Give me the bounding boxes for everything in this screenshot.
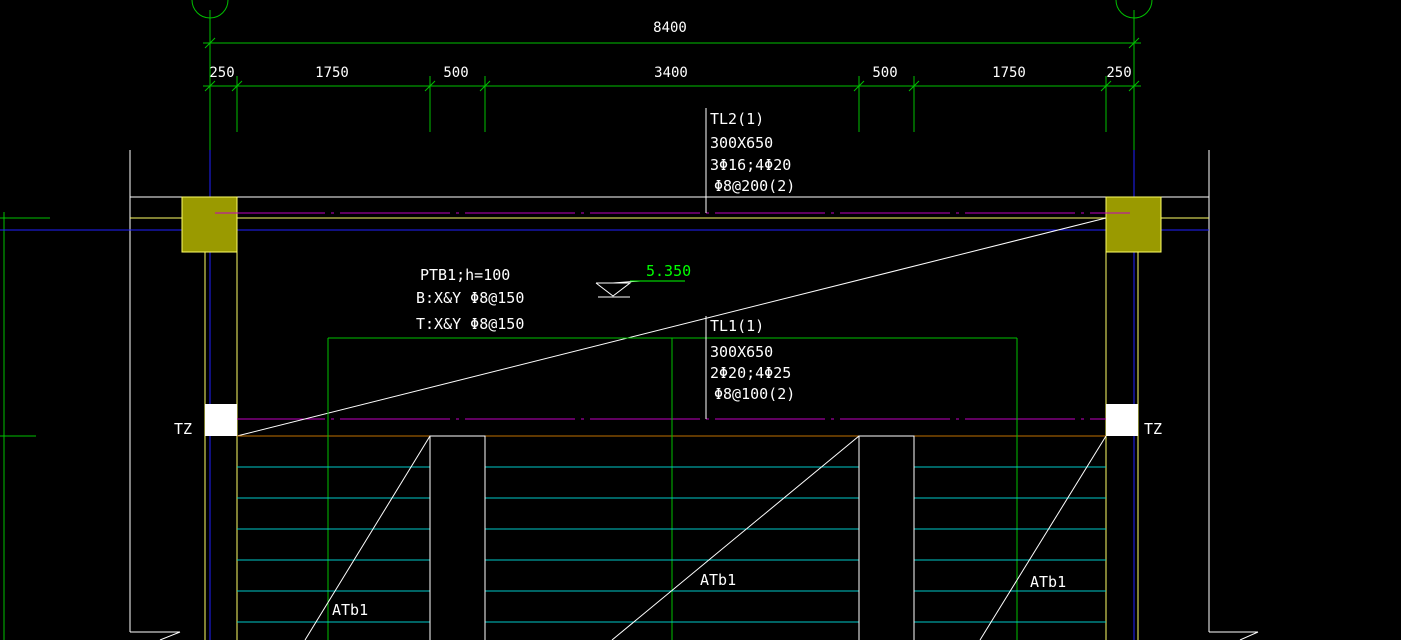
tl1-size: 300X650 [710, 343, 773, 361]
dimension-lines [0, 10, 1141, 640]
dim-segment-7: 250 [1106, 65, 1131, 81]
column-top-right [1105, 196, 1162, 253]
tl2-stirrup: Φ8@200(2) [714, 177, 795, 195]
slab-name: PTB1;h=100 [420, 266, 510, 284]
column-tz-left [205, 404, 237, 436]
dim-segment-2: 1750 [315, 65, 349, 81]
stair-treads [237, 466, 1106, 623]
wall-lines [204, 252, 1139, 640]
stair-label-middle: ATb1 [700, 571, 736, 589]
slab-top-rebar: T:X&Y Φ8@150 [416, 315, 524, 333]
dim-segment-1: 250 [209, 65, 234, 81]
dim-segment-3: 500 [443, 65, 468, 81]
slab-bottom-rebar: B:X&Y Φ8@150 [416, 289, 524, 307]
tl2-rebar: 3Φ16;4Φ20 [710, 156, 791, 174]
dim-segment-4: 3400 [654, 65, 688, 81]
tl1-outline [327, 337, 1018, 640]
stair-label-right: ATb1 [1030, 573, 1066, 591]
elevation-value: 5.350 [646, 262, 691, 280]
stair-label-left: ATb1 [332, 601, 368, 619]
dim-segment-5: 500 [872, 65, 897, 81]
tl1-stirrup: Φ8@100(2) [714, 385, 795, 403]
stair-wells [429, 435, 915, 640]
dim-overall: 8400 [653, 20, 687, 36]
stair-diagonals [304, 435, 1107, 640]
tl1-name: TL1(1) [710, 317, 764, 335]
tl1-rebar: 2Φ20;4Φ25 [710, 364, 791, 382]
tl2-size: 300X650 [710, 134, 773, 152]
column-tz-right [1106, 404, 1138, 436]
column-label-right: TZ [1144, 420, 1162, 438]
tl2-name: TL2(1) [710, 110, 764, 128]
dim-segment-6: 1750 [992, 65, 1026, 81]
column-label-left: TZ [174, 420, 192, 438]
elevation-triangle-icon [595, 280, 685, 298]
column-top-left [181, 196, 238, 253]
slab-diagonal [236, 217, 1107, 437]
